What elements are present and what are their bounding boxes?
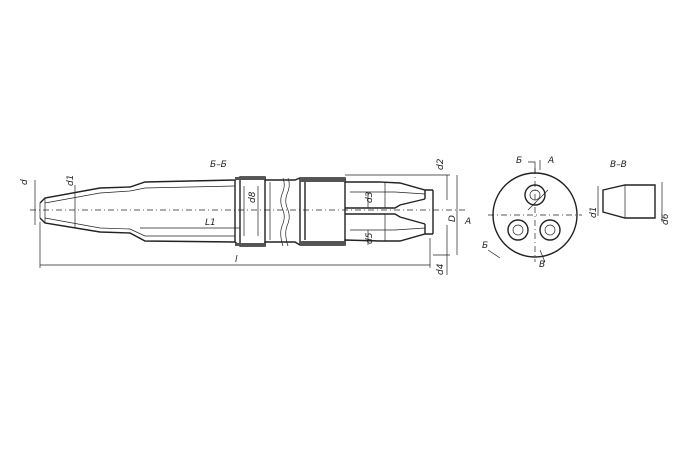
end-view-section [487, 160, 582, 263]
label-d6: d6 [661, 213, 671, 225]
label-section-vv: В–В [610, 160, 627, 170]
label-d3: d3 [365, 191, 375, 203]
label-cut-a: А [547, 156, 554, 166]
nozzle-body-outline [30, 176, 465, 247]
label-cut-v: В [539, 260, 545, 270]
label-d5: d5 [365, 232, 375, 244]
label-d1: d1 [66, 175, 76, 186]
labels: d d1 L1 d8 l d2 D d4 d5 d3 А Б–Б В–В Б А… [20, 156, 671, 275]
label-d1-section: d1 [589, 207, 599, 218]
label-cut-b-bottom: Б [482, 241, 488, 251]
label-d8: d8 [248, 191, 258, 203]
section-vv [597, 182, 663, 222]
label-L1: L1 [205, 218, 216, 228]
label-d2: d2 [436, 158, 446, 170]
dimension-lines [34, 174, 458, 275]
label-A-side: А [464, 217, 471, 227]
label-section-bb: Б–Б [210, 160, 227, 170]
label-d: d [20, 179, 30, 185]
label-d4: d4 [436, 263, 446, 275]
label-l: l [235, 255, 238, 265]
label-D: D [448, 215, 458, 222]
label-cut-b-top: Б [516, 156, 522, 166]
